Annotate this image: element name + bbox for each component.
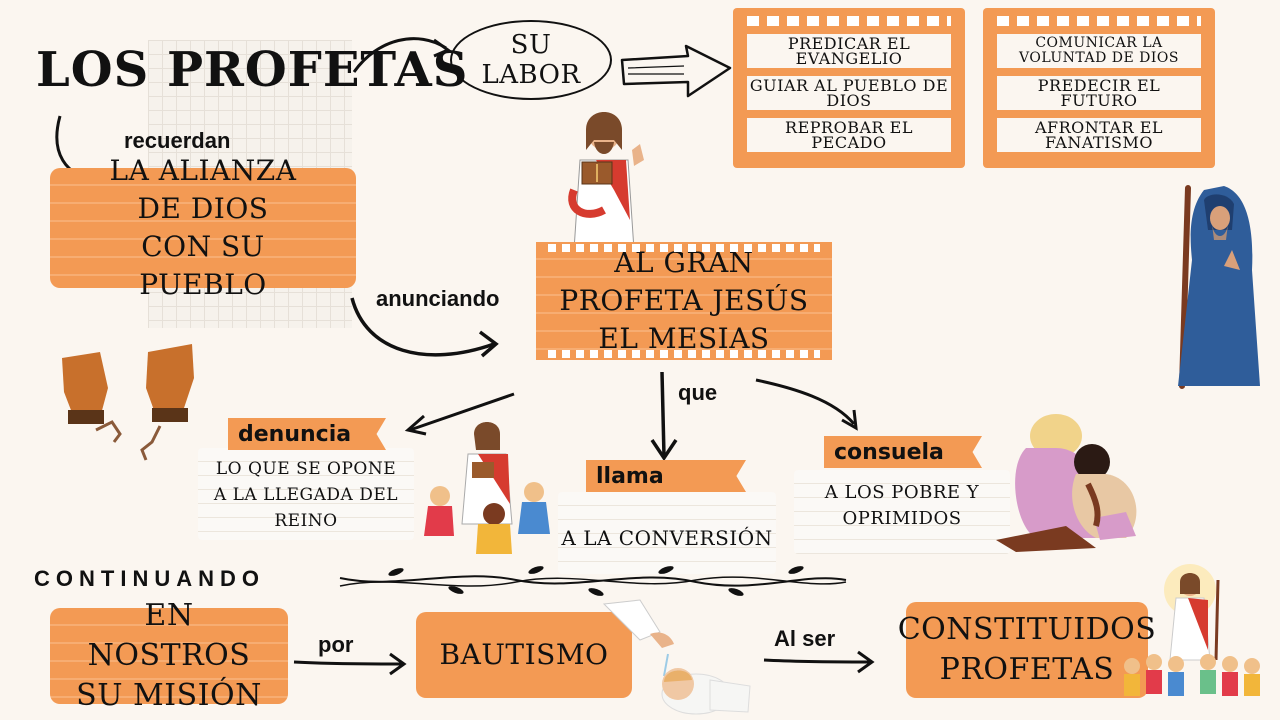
que-label: que <box>678 380 718 405</box>
gran-profeta-dashes-bottom <box>548 350 820 358</box>
labor-item: AFRONTAR EL FANATISMO <box>997 118 1201 152</box>
labor-item: PREDICAR EL EVANGELIO <box>747 34 951 68</box>
consuela-label: consuela <box>834 439 944 465</box>
prophet-figure-icon <box>1178 185 1260 389</box>
baptism-icon <box>602 599 751 715</box>
labor-arrow <box>620 44 732 98</box>
arrow-to-constituidos <box>763 650 875 674</box>
arrow-to-labor <box>352 37 452 73</box>
arrow-to-gran-profeta <box>350 297 499 358</box>
jesus-children-icon <box>424 422 550 554</box>
su-labor-oval: SU LABOR <box>450 20 612 100</box>
bautismo-box: BAUTISMO <box>416 612 632 698</box>
labor-item: REPROBAR EL PECADO <box>747 118 951 152</box>
consoling-figures-icon <box>996 414 1137 552</box>
denuncia-tag: denuncia <box>228 418 386 450</box>
arrow-to-denuncia <box>404 392 515 436</box>
constituidos-box: CONSTITUIDOS PROFETAS <box>898 602 1156 698</box>
alianza-box: LA ALIANZA DE DIOS CON SU PUEBLO <box>50 154 356 301</box>
labor-card-right: COMUNICAR LA VOLUNTAD DE DIOS PREDECIR E… <box>983 8 1215 168</box>
al-ser-label: Al ser <box>774 626 836 651</box>
llama-tag: llama <box>586 460 746 492</box>
page-title: LOS PROFETAS <box>36 42 469 98</box>
arrow-to-consuela <box>755 378 858 431</box>
labor-card-left: PREDICAR EL EVANGELIO GUIAR AL PUEBLO DE… <box>733 8 965 168</box>
card-dashes <box>747 16 951 26</box>
llama-text: A LA CONVERSIÓN <box>561 526 773 550</box>
labor-item: GUIAR AL PUEBLO DE DIOS <box>747 76 951 110</box>
arrow-to-bautismo <box>293 652 407 676</box>
gran-profeta-box: AL GRAN PROFETA JESÚS EL MESIAS <box>536 242 832 360</box>
consuela-paper: A LOS POBRE Y OPRIMIDOS <box>794 470 1010 554</box>
llama-paper: A LA CONVERSIÓN <box>558 492 776 574</box>
nostros-box: EN NOSTROS SU MISIÓN <box>50 598 288 713</box>
broken-chains-icon <box>62 344 194 461</box>
arrow-to-llama <box>650 371 678 462</box>
risen-jesus-children-icon <box>1124 564 1260 696</box>
consuela-tag: consuela <box>824 436 982 468</box>
labor-item: COMUNICAR LA VOLUNTAD DE DIOS <box>997 34 1201 68</box>
denuncia-paper: LO QUE SE OPONE A LA LLEGADA DEL REINO <box>198 448 414 540</box>
jesus-figure-icon <box>568 112 644 255</box>
llama-label: llama <box>596 463 664 489</box>
continuando-heading: CONTINUANDO <box>34 566 265 591</box>
por-label: por <box>318 632 354 657</box>
denuncia-label: denuncia <box>238 421 352 447</box>
card-dashes <box>997 16 1201 26</box>
gran-profeta-dashes-top <box>548 244 820 252</box>
anunciando-label: anunciando <box>376 286 500 311</box>
labor-item: PREDECIR EL FUTURO <box>997 76 1201 110</box>
vine-divider-icon <box>339 566 847 596</box>
recuerdan-label: recuerdan <box>124 128 231 153</box>
gran-profeta-text: AL GRAN PROFETA JESÚS EL MESIAS <box>559 246 809 355</box>
